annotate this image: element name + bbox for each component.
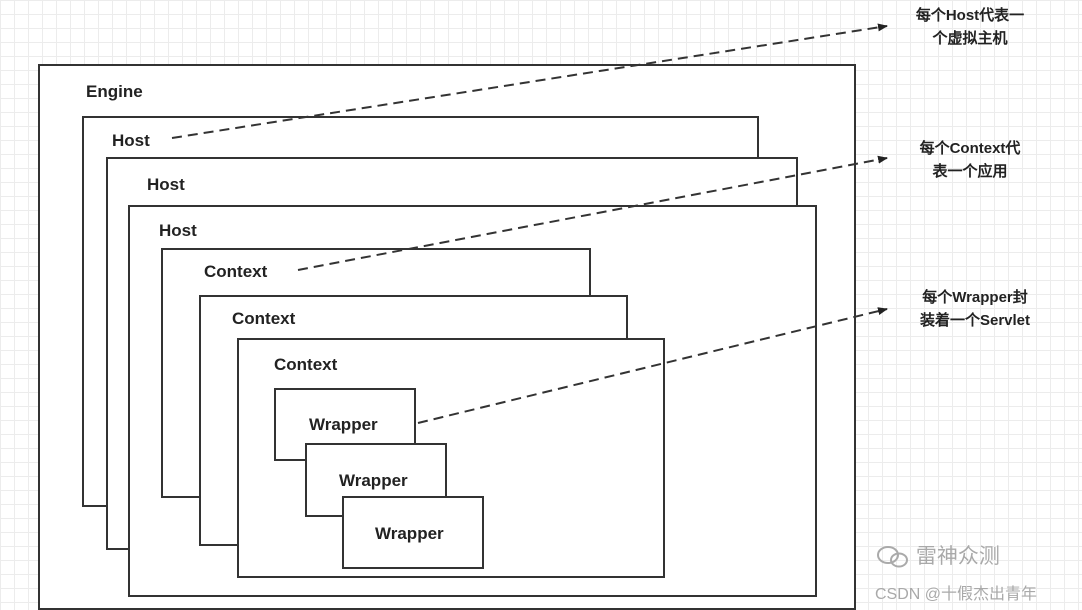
csdn-watermark-text: CSDN @十假杰出青年 <box>875 586 1038 603</box>
wrapper-arrow <box>417 307 888 424</box>
wechat-watermark-text: 雷神众测 <box>915 545 1000 568</box>
context-label: Context <box>274 355 338 374</box>
context-note-line-2: 表一个应用 <box>932 163 1008 180</box>
wechat-icon <box>877 546 908 568</box>
host-label: Host <box>147 175 185 194</box>
context-arrow <box>297 155 888 271</box>
host-note: 每个Host代表一 个虚拟主机 <box>895 4 1045 50</box>
host-label: Host <box>159 221 197 240</box>
context-label: Context <box>204 262 268 281</box>
wrapper-label: Wrapper <box>339 471 408 490</box>
host-label: Host <box>112 131 150 150</box>
wrapper-label: Wrapper <box>375 524 444 543</box>
wrapper-note-line-2: 装着一个Servlet <box>919 312 1031 329</box>
host-note-line-2: 个虚拟主机 <box>932 30 1008 47</box>
wrapper-label: Wrapper <box>309 415 378 434</box>
wrapper-box-3: Wrapper <box>342 496 484 569</box>
host-note-line-1: 每个Host代表一 <box>915 7 1025 24</box>
wrapper-note-line-1: 每个Wrapper封 <box>922 289 1028 306</box>
csdn-watermark: CSDN @十假杰出青年 <box>875 580 1037 604</box>
engine-label: Engine <box>86 82 143 101</box>
context-label: Context <box>232 309 296 328</box>
host-arrow <box>171 23 888 139</box>
context-note: 每个Context代 表一个应用 <box>895 137 1045 183</box>
wechat-watermark: 雷神众测 <box>876 540 1000 570</box>
context-note-line-1: 每个Context代 <box>919 140 1021 157</box>
wrapper-note: 每个Wrapper封 装着一个Servlet <box>895 286 1055 332</box>
